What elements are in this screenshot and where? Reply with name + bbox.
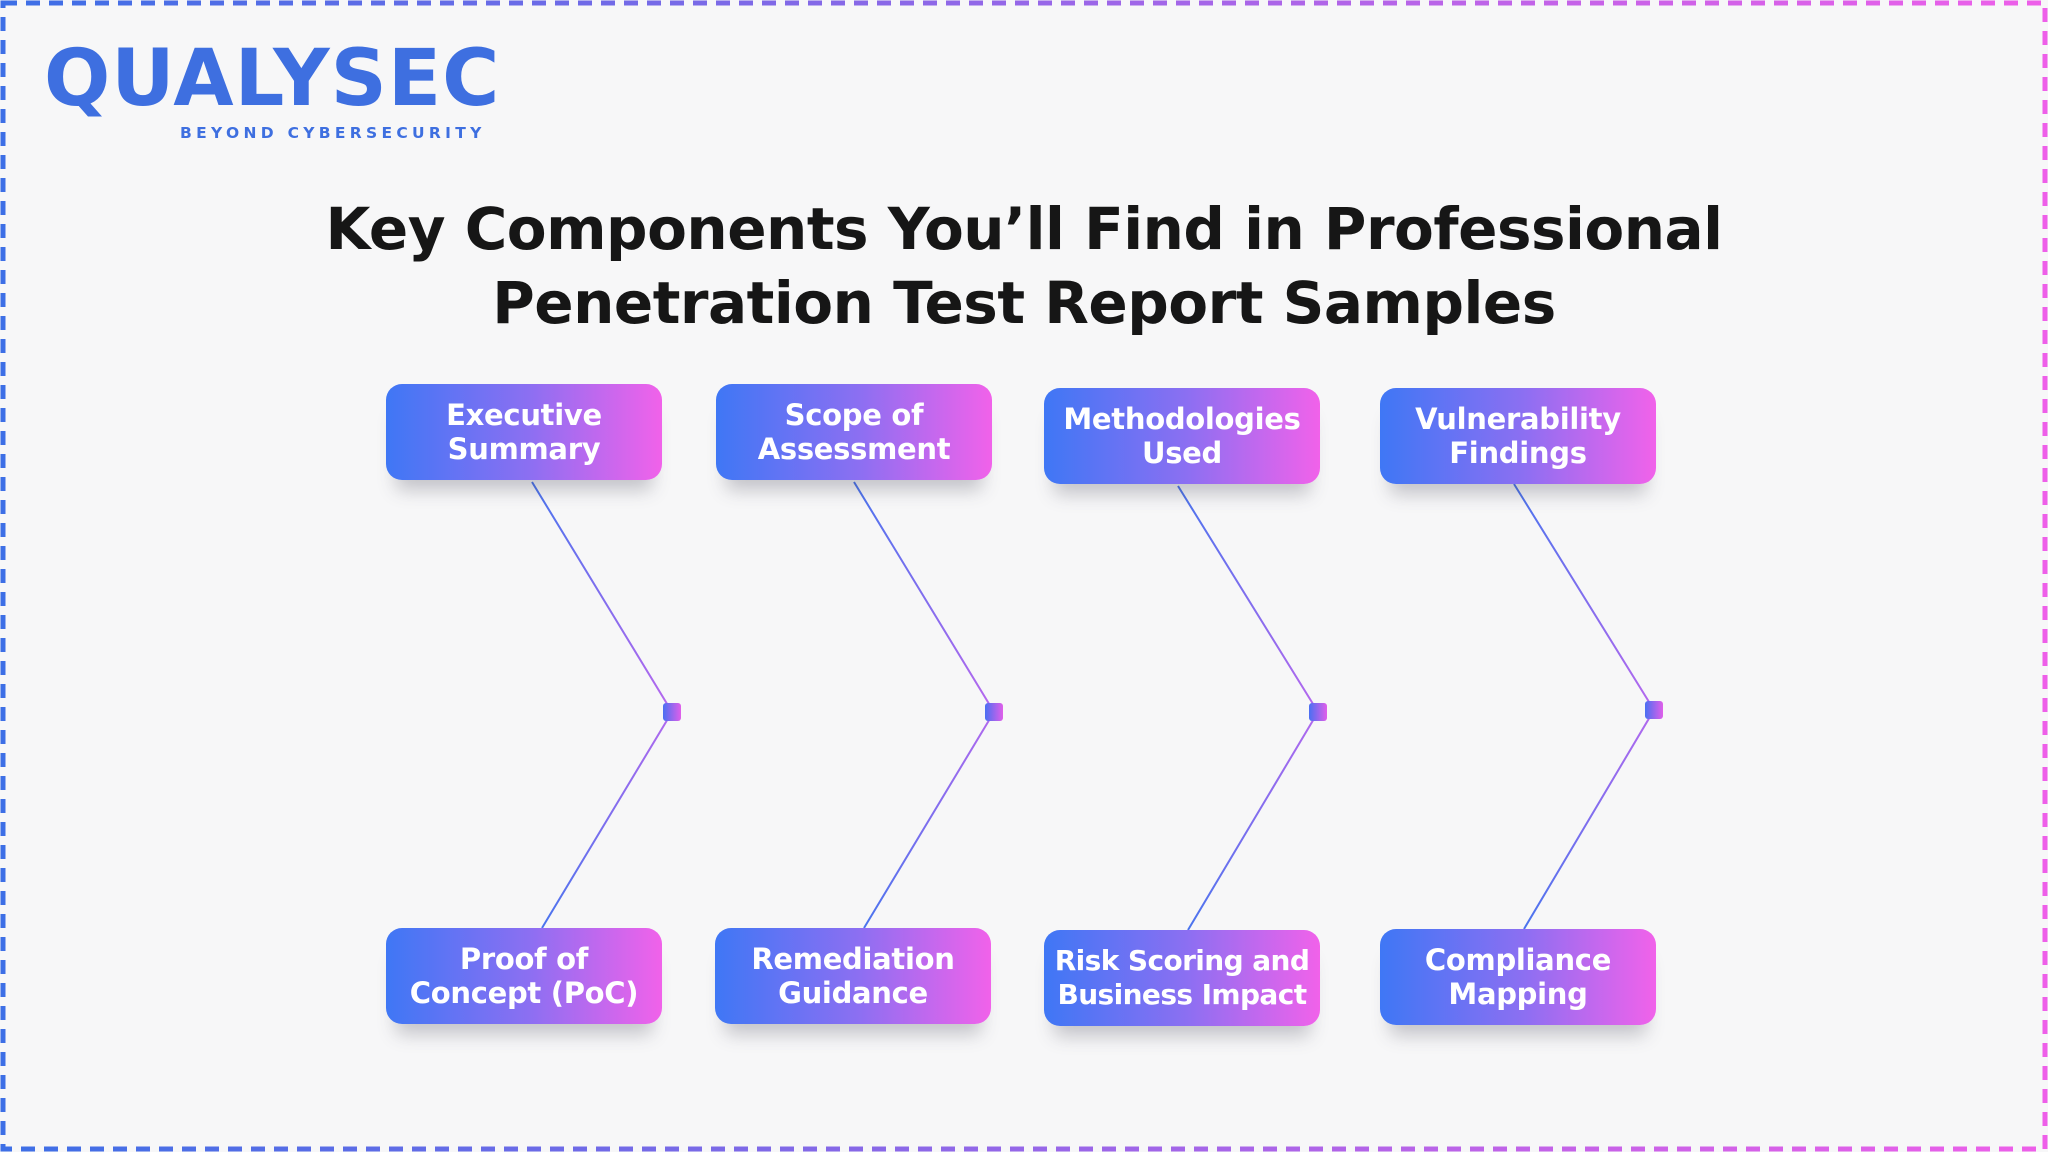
connector-line-4 <box>1513 483 1656 930</box>
component-label: Risk Scoring and Business Impact <box>1054 944 1310 1011</box>
page-title: Key Components You’ll Find in Profession… <box>0 192 2048 340</box>
connector-line-2 <box>853 481 996 929</box>
component-label: Scope of Assessment <box>757 398 951 466</box>
component-label: Remediation Guidance <box>751 942 955 1010</box>
component-card-remediation-guidance[interactable]: Remediation Guidance <box>715 928 991 1024</box>
component-card-risk-scoring[interactable]: Risk Scoring and Business Impact <box>1044 930 1320 1026</box>
component-card-vulnerability-findings[interactable]: Vulnerability Findings <box>1380 388 1656 484</box>
component-card-proof-of-concept[interactable]: Proof of Concept (PoC) <box>386 928 662 1024</box>
page-title-line-1: Key Components You’ll Find in Profession… <box>325 195 1723 263</box>
connector-line-3 <box>1177 485 1320 931</box>
component-card-methodologies-used[interactable]: Methodologies Used <box>1044 388 1320 484</box>
connector-line-1 <box>531 481 674 929</box>
component-label: Vulnerability Findings <box>1415 402 1621 470</box>
logo-tagline: BEYOND CYBERSECURITY <box>180 124 486 142</box>
component-card-executive-summary[interactable]: Executive Summary <box>386 384 662 480</box>
connector-node-2 <box>985 703 1003 721</box>
connector-node-4 <box>1645 701 1663 719</box>
qualysec-logo[interactable]: QUALYSEC BEYOND CYBERSECURITY <box>44 34 534 144</box>
component-label: Proof of Concept (PoC) <box>409 942 639 1010</box>
connector-node-3 <box>1309 703 1327 721</box>
component-card-scope-of-assessment[interactable]: Scope of Assessment <box>716 384 992 480</box>
component-card-compliance-mapping[interactable]: Compliance Mapping <box>1380 929 1656 1025</box>
component-label: Methodologies Used <box>1063 402 1301 470</box>
connector-node-1 <box>663 703 681 721</box>
page-title-line-2: Penetration Test Report Samples <box>492 269 1556 337</box>
component-label: Compliance Mapping <box>1424 943 1612 1011</box>
logo-wordmark: QUALYSEC <box>44 34 501 124</box>
component-label: Executive Summary <box>446 398 602 466</box>
